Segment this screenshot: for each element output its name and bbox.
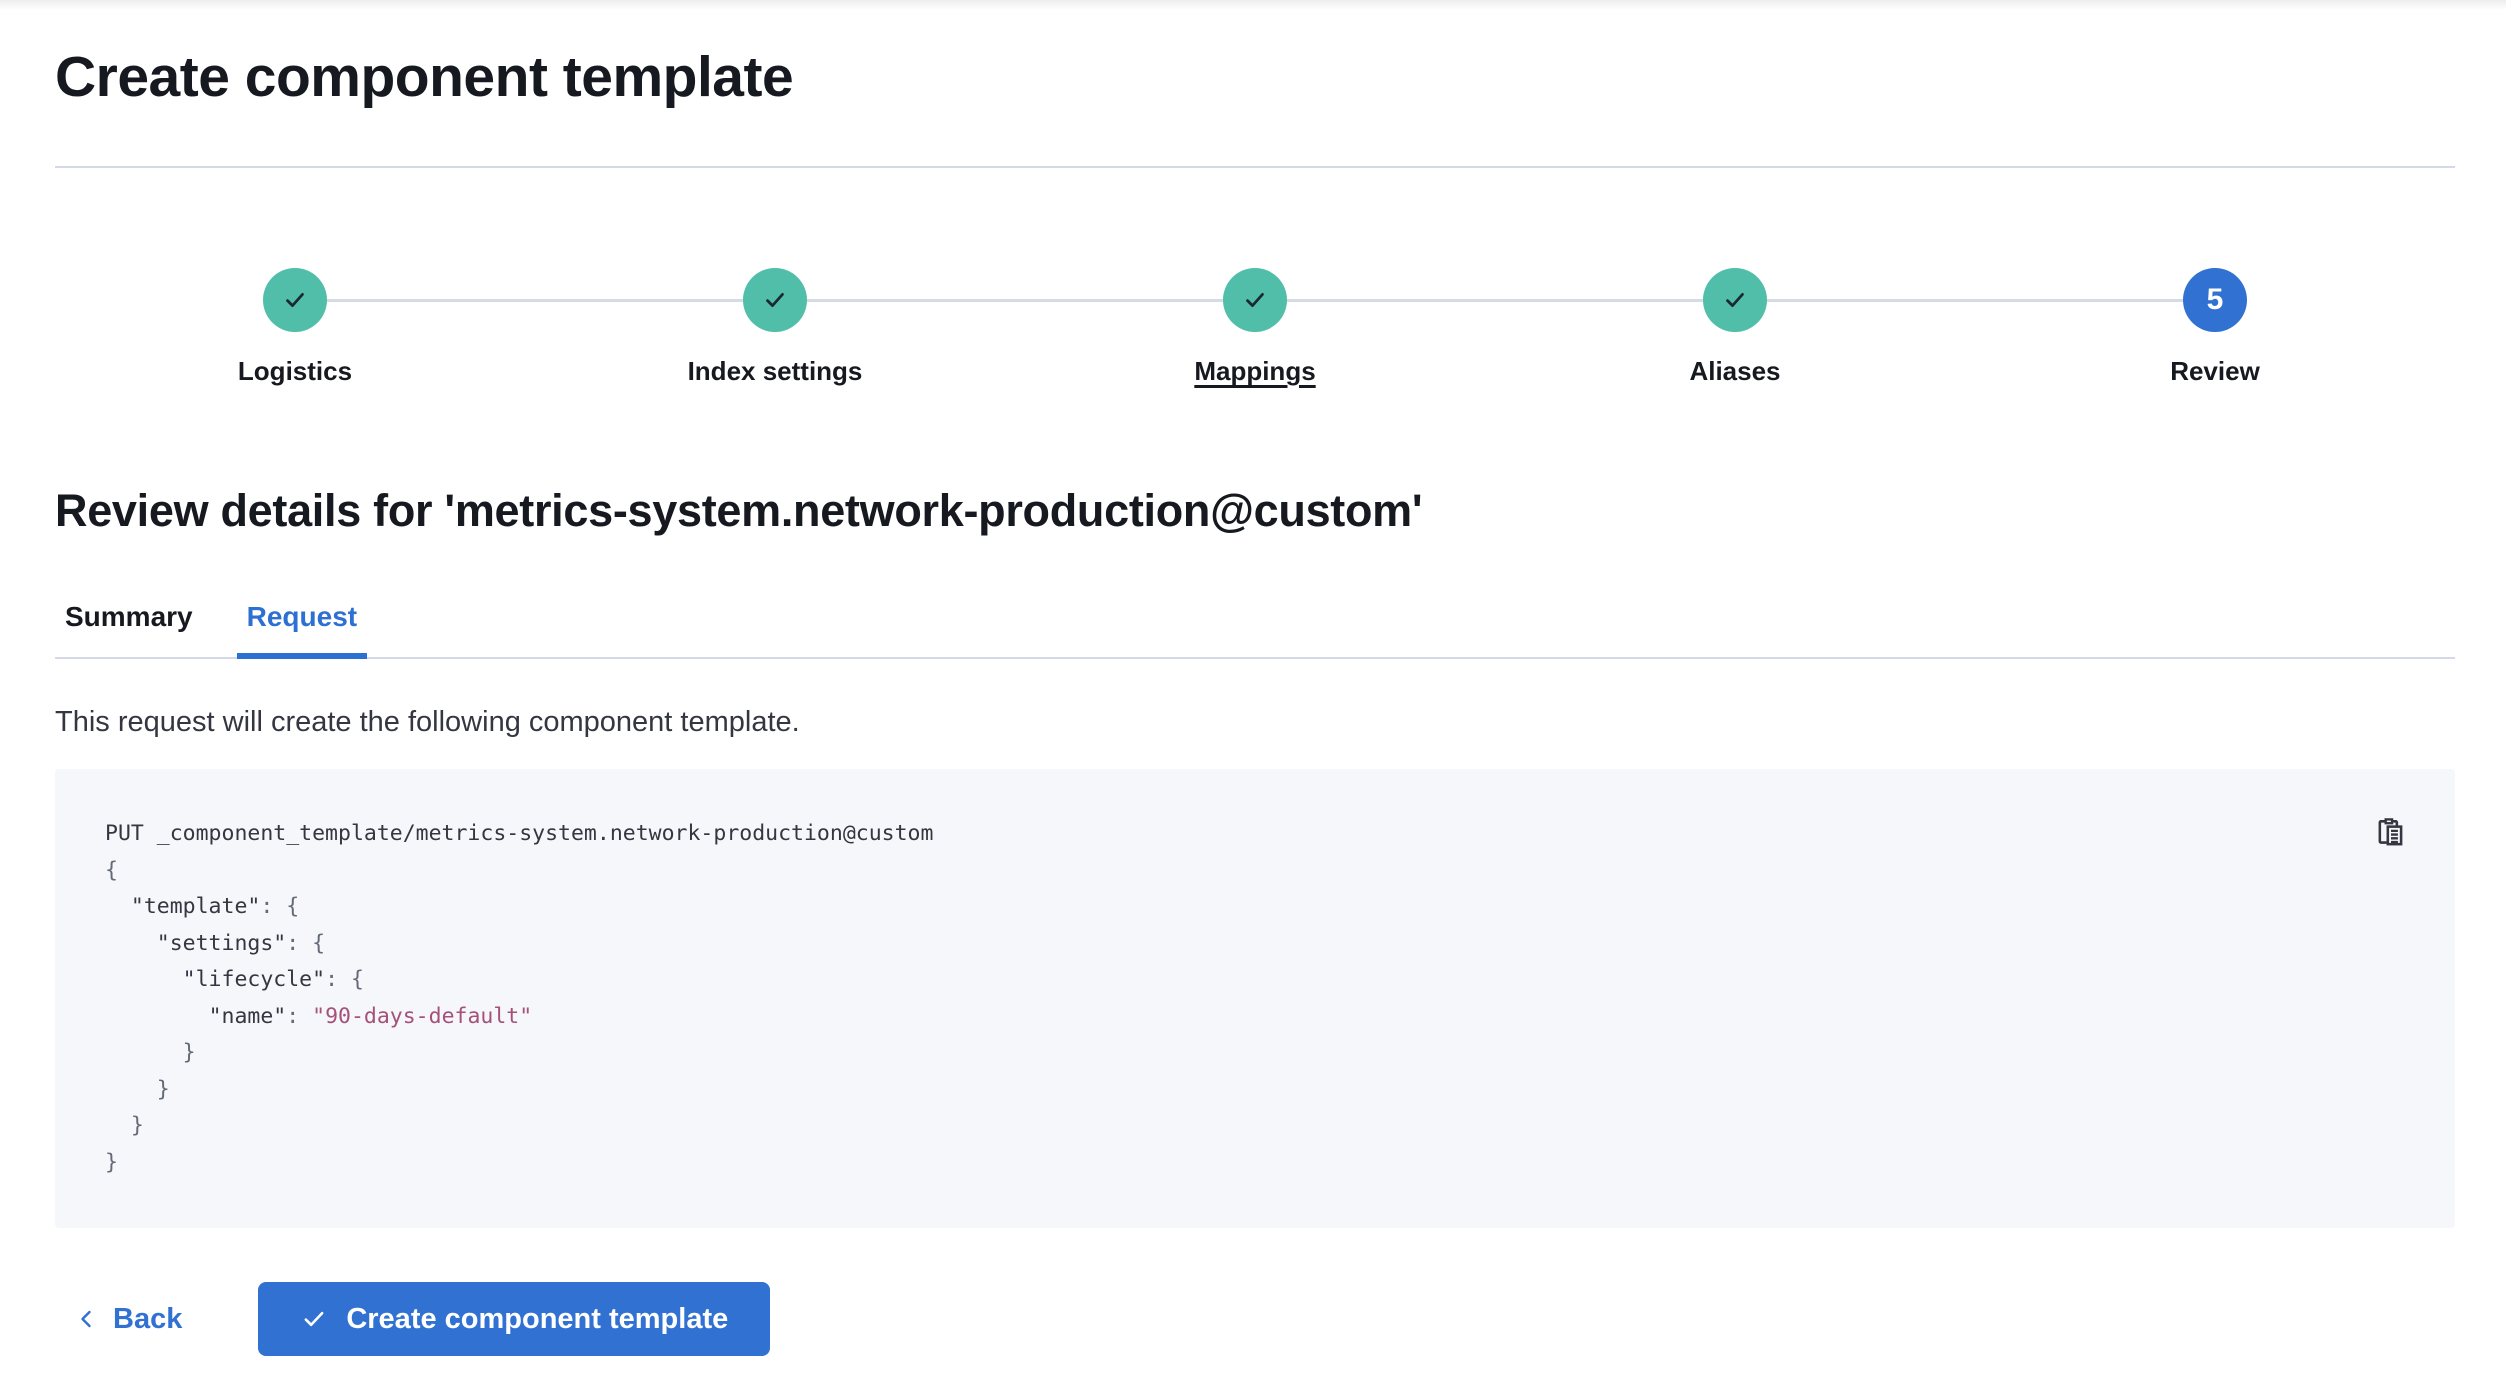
request-code-block: PUT _component_template/metrics-system.n… — [55, 769, 2455, 1229]
step-complete-check-icon — [263, 268, 327, 332]
request-description: This request will create the following c… — [55, 706, 800, 739]
copy-clipboard-icon — [2378, 818, 2403, 846]
step-label: Aliases — [1689, 356, 1781, 386]
step-review-current: 5 Review — [1975, 268, 2455, 387]
step-complete-check-icon — [1223, 268, 1287, 332]
review-tabs: Summary Request — [55, 601, 2455, 660]
step-track — [1015, 268, 1495, 332]
request-code: PUT _component_template/metrics-system.n… — [105, 821, 934, 1175]
step-complete-check-icon — [1703, 268, 1767, 332]
step-connector — [327, 298, 535, 302]
top-edge-fade — [0, 0, 2506, 10]
step-connector — [807, 298, 1015, 302]
copy-button[interactable] — [2371, 813, 2411, 853]
step-connector — [1767, 298, 1975, 302]
tab-request[interactable]: Request — [236, 601, 368, 660]
step-mappings[interactable]: Mappings — [1015, 268, 1495, 387]
tab-summary[interactable]: Summary — [55, 601, 203, 657]
review-details-heading: Review details for 'metrics-system.netwo… — [55, 485, 1423, 537]
back-button-label: Back — [113, 1302, 183, 1335]
step-connector — [1975, 298, 2183, 302]
create-component-template-page: Create component template Logistics Inde… — [0, 44, 2506, 1357]
check-icon — [304, 1312, 324, 1327]
step-label: Logistics — [237, 356, 353, 386]
chevron-left-icon — [81, 1311, 91, 1328]
step-number-badge: 5 — [2183, 268, 2247, 332]
create-component-template-button[interactable]: Create component template — [258, 1282, 771, 1357]
page-title: Create component template — [55, 45, 794, 109]
step-connector — [1495, 298, 1703, 302]
step-track: 5 — [1975, 268, 2455, 332]
step-index-settings[interactable]: Index settings — [535, 268, 1015, 387]
step-label: Review — [2170, 356, 2260, 386]
footer-actions: Back Create component template — [55, 1282, 2455, 1357]
back-button[interactable]: Back — [55, 1303, 194, 1336]
step-connector — [1287, 298, 1495, 302]
header-divider — [55, 166, 2455, 168]
step-track — [55, 268, 535, 332]
step-connector — [535, 298, 743, 302]
stepper: Logistics Index settings Mappings — [55, 268, 2455, 387]
step-logistics[interactable]: Logistics — [55, 268, 535, 387]
step-connector — [1015, 298, 1223, 302]
step-aliases[interactable]: Aliases — [1495, 268, 1975, 387]
step-track — [1495, 268, 1975, 332]
create-button-label: Create component template — [346, 1302, 729, 1335]
step-label: Index settings — [687, 356, 863, 386]
step-complete-check-icon — [743, 268, 807, 332]
step-track — [535, 268, 1015, 332]
step-label: Mappings — [1194, 356, 1316, 386]
